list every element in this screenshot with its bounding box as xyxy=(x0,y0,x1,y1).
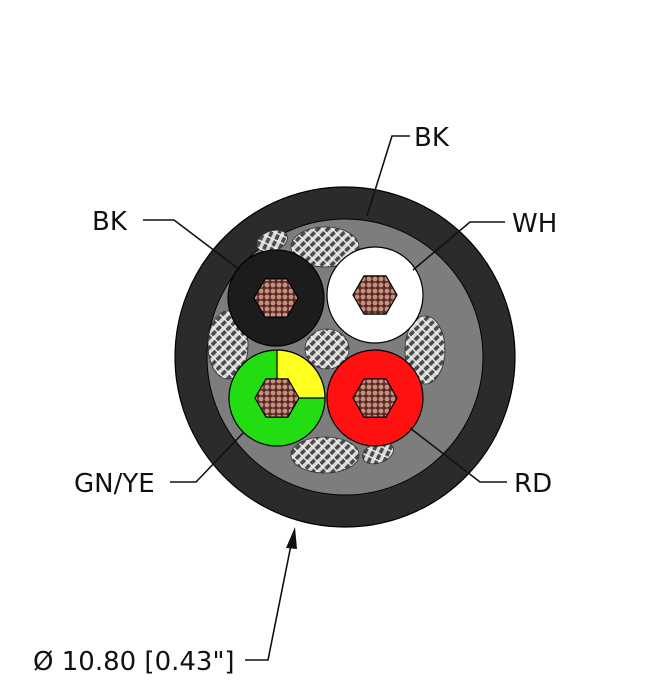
braid-filler xyxy=(404,315,446,385)
label-core-black: BK xyxy=(92,207,128,237)
core-green-yellow xyxy=(228,349,326,447)
arrow-head-diameter xyxy=(286,527,297,549)
conductor-green-yellow xyxy=(254,378,300,418)
core-white xyxy=(326,246,424,344)
leader-diameter xyxy=(245,539,293,661)
leader-core-green-yellow xyxy=(170,431,245,483)
core-red xyxy=(326,349,424,447)
label-core-green-yellow: GN/YE xyxy=(74,469,155,499)
leader-core-red xyxy=(409,427,507,483)
conductor-red xyxy=(352,378,398,418)
conductor-white xyxy=(352,275,398,315)
conductor-black xyxy=(253,278,299,318)
core-black xyxy=(227,249,325,347)
leader-core-white xyxy=(412,221,505,271)
braid-filler xyxy=(290,436,360,474)
label-diameter: Ø 10.80 [0.43"] xyxy=(33,647,235,677)
braid-filler xyxy=(304,328,350,370)
braid-filler xyxy=(290,226,360,268)
label-jacket: BK xyxy=(414,123,450,153)
leader-core-black xyxy=(143,219,241,271)
leader-jacket xyxy=(366,135,410,217)
label-core-white: WH xyxy=(512,209,557,239)
label-core-red: RD xyxy=(514,469,552,499)
